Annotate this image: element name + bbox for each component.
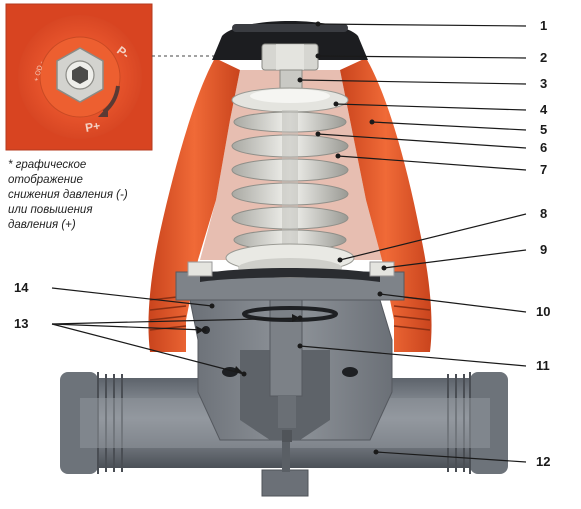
note-line-1: * графическое: [8, 159, 87, 171]
adjusting-nut: [261, 43, 319, 93]
callout-4: 4: [540, 102, 548, 117]
callout-10: 10: [536, 304, 551, 319]
callout-11: 11: [536, 358, 550, 373]
note-line-5: давления (+): [8, 219, 76, 231]
inset-plus-label: P+: [84, 119, 101, 135]
note-line-4: или повышения: [8, 204, 93, 216]
callout-9: 9: [540, 242, 548, 257]
note-line-3: снижения давления (-): [8, 189, 128, 201]
leader-lines: [51, 23, 527, 463]
arrow-heads-13: [196, 314, 300, 374]
callout-12: 12: [536, 454, 551, 469]
callout-7: 7: [540, 162, 548, 177]
black-cap: [212, 21, 368, 60]
callout-8: 8: [540, 206, 548, 221]
callout-13: 13: [14, 316, 29, 331]
callout-3: 3: [540, 76, 548, 91]
callout-2: 2: [540, 50, 548, 65]
spring-rod: [282, 110, 298, 250]
membrane-clamp-left: [187, 261, 213, 277]
legend-note: * графическое отображение снижения давле…: [8, 158, 158, 233]
membrane: [200, 268, 380, 282]
inset-dial-detail: P- P+ + OD -: [5, 3, 264, 151]
callout-5: 5: [540, 122, 548, 137]
callout-14: 14: [14, 280, 29, 295]
callout-6: 6: [540, 140, 548, 155]
leader-dots: [201, 21, 387, 455]
inset-hex-socket-icon: [72, 66, 88, 84]
callout-1: 1: [540, 18, 548, 33]
o-ring: [242, 306, 338, 322]
valve-body: [189, 285, 393, 497]
note-line-2: отображение: [8, 174, 83, 186]
